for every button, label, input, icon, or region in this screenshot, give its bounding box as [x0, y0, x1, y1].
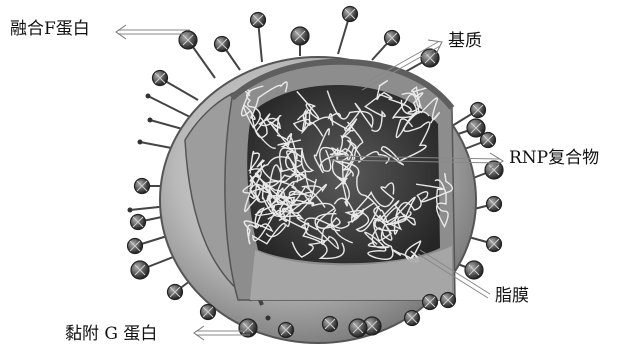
label-fusion-f-protein: 融合F蛋白 — [10, 21, 90, 38]
label-lipid-membrane: 脂膜 — [495, 288, 529, 305]
spike-pin-icon — [148, 118, 153, 123]
label-matrix: 基质 — [448, 33, 482, 50]
spike-pin-icon — [146, 94, 151, 99]
label-attachment-g-protein: 黏附 G 蛋白 — [65, 326, 157, 343]
label-rnp-complex: RNP复合物 — [509, 150, 599, 167]
spike-pin-icon — [266, 316, 271, 321]
pointer-fusion-f — [116, 25, 190, 39]
spike-pin-icon — [138, 140, 143, 145]
spike-pin-icon — [128, 208, 133, 213]
cutaway-interior — [225, 62, 455, 300]
spike-stalk — [148, 96, 192, 118]
